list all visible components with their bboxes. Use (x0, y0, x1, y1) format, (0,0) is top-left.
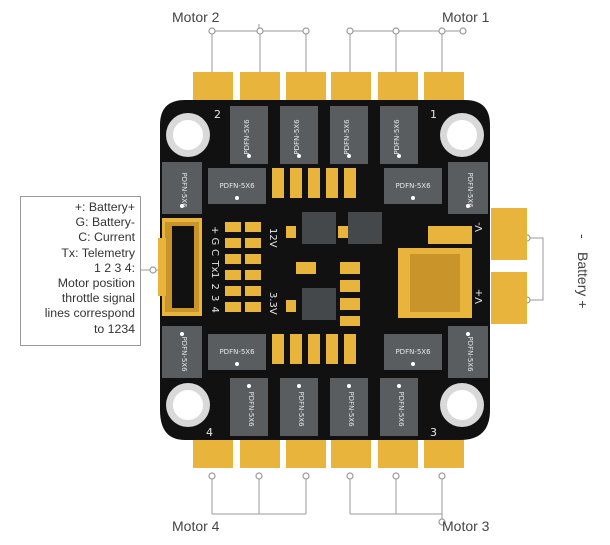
pin1-dot (411, 362, 415, 366)
pin1-dot (235, 196, 239, 200)
motor-1-label: Motor 1 (442, 9, 490, 25)
callout-line: G: Battery- (75, 215, 135, 230)
battery-minus-label: - (575, 234, 591, 239)
pin1-dot (347, 384, 351, 388)
pin1-dot (247, 154, 251, 158)
pin1-dot (347, 154, 351, 158)
motor-pads-bottom (193, 440, 464, 468)
connector-pin-label: 2 (209, 284, 220, 290)
mosfet-package-label: PDFN-5X6 (180, 172, 188, 208)
callout-line: 1 2 3 4: (93, 260, 135, 275)
pin1-dot (411, 196, 415, 200)
battery-pads (491, 208, 527, 324)
mosfet-package-label: PDFN-5X6 (243, 119, 251, 155)
mounting-holes (166, 113, 484, 427)
motor-3-label: Motor 3 (442, 518, 490, 534)
callout-line: Tx: Telemetry (61, 245, 135, 260)
connector-pin-labels: + GC Tx1 2 3 4 (209, 226, 220, 313)
regulator-chips (302, 212, 382, 320)
connector-pin-label: 1 (209, 272, 220, 278)
battery-label: Battery + (575, 252, 591, 308)
corner-4-label: 4 (206, 426, 213, 439)
pin1-dot (397, 154, 401, 158)
mosfet-package-label: PDFN-5X6 (180, 336, 188, 372)
connector-pin-label: 3 (209, 295, 220, 301)
pin1-dot (466, 204, 470, 208)
vminus-label: V- (474, 222, 485, 232)
voltage-12v-label: 12V (267, 228, 278, 248)
mosfet-package-label: PDFN-5X6 (397, 391, 405, 427)
mosfet-package-label: PDFN-5X6 (343, 119, 351, 155)
pin1-dot (235, 362, 239, 366)
motor-2-label: Motor 2 (172, 9, 220, 25)
connector-pin-label: Tx (209, 260, 220, 273)
pin1-dot (247, 384, 251, 388)
mosfet-package-label: PDFN-5X6 (297, 391, 305, 427)
pin1-dot (180, 204, 184, 208)
pin1-dot (397, 384, 401, 388)
mosfet-package-label: PDFN-5X6 (219, 348, 255, 356)
pin1-dot (180, 332, 184, 336)
motor-pads-top (193, 72, 464, 100)
callout-line: C: Current (78, 230, 135, 245)
signal-connector (158, 218, 202, 316)
motor-leader-lines (141, 24, 544, 522)
mosfet-package-label: PDFN-5X6 (293, 119, 301, 155)
callout-line: throttle signal (61, 291, 135, 306)
connector-pin-label: + (209, 226, 220, 234)
mosfet-package-label: PDFN-5X6 (466, 336, 474, 372)
pin1-dot (466, 332, 470, 336)
pin1-dot (297, 154, 301, 158)
vplus-label: V+ (474, 289, 485, 304)
connector-pin-label: C (209, 249, 220, 256)
motor-4-label: Motor 4 (172, 518, 220, 534)
mosfet-package-label: PDFN-5X6 (395, 182, 431, 190)
callout-line: lines correspond (44, 306, 135, 321)
mosfet-package-label: PDFN-5X6 (395, 348, 431, 356)
callout-line: Motor position (57, 276, 135, 291)
corner-2-label: 2 (214, 108, 221, 121)
mosfet-package-label: PDFN-5X6 (219, 182, 255, 190)
connector-pin-label: G (209, 238, 220, 246)
mosfet-package-label: PDFN-5X6 (393, 119, 401, 155)
corner-1-label: 1 (430, 108, 437, 121)
smd-components (225, 168, 472, 364)
connector-pin-label: 4 (209, 307, 220, 313)
callout-line: +: Battery+ (74, 200, 135, 214)
pin1-dot (297, 384, 301, 388)
mosfet-package-label: PDFN-5X6 (466, 172, 474, 208)
mosfet-package-label: PDFN-5X6 (247, 391, 255, 427)
mosfet-package-label: PDFN-5X6 (347, 391, 355, 427)
voltage-3v3-label: 3.3V (267, 292, 278, 315)
corner-3-label: 3 (430, 426, 437, 439)
leader-dots (149, 27, 531, 526)
callout-line: to 1234 (93, 321, 135, 336)
